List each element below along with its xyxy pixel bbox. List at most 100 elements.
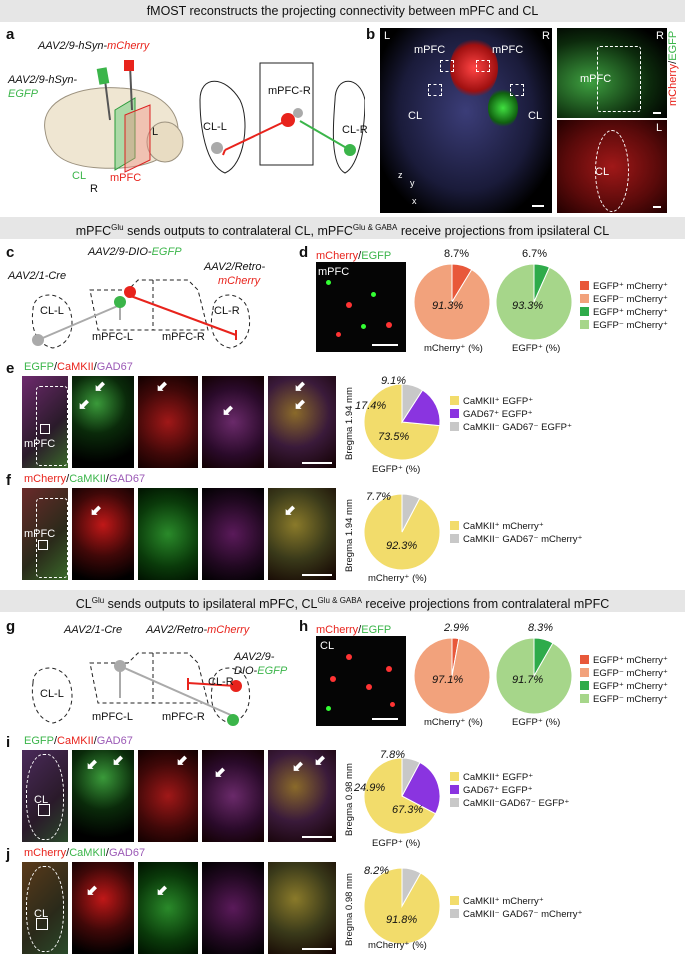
panel-letter-d: d [299,244,309,261]
panel-letter-c: c [6,244,15,261]
pie-slice-h1-1 [413,637,491,715]
i-bregma: Bregma 0.98 mm [344,763,355,836]
t3-part: receive projections from contralateral m… [361,597,610,612]
label-R: R [90,183,98,195]
f-pct-b: 92.3% [386,540,418,552]
pie-h1 [413,637,491,715]
neuron-green [344,144,356,156]
h1-label: mCherry⁺ (%) [424,717,483,728]
neuron-gray [293,108,303,118]
j-camkii-channel: ⬋ [138,862,198,954]
b-x: x [412,196,417,206]
pie-e [363,383,441,461]
j-region: CL [34,908,49,920]
d-title: mCherry/EGFP [316,250,392,262]
g-cl-r: CL-R [208,676,234,688]
b-R: R [542,30,550,42]
b-inset-cl: CL [595,166,610,178]
t3-part: CL [75,597,92,612]
panel-letter-e: e [6,360,15,377]
h-region: CL [320,640,335,652]
label-virus-red: AAV2/9-hSyn-mCherry [38,40,150,52]
b-z: z [398,170,403,180]
pie-slice-d2-1 [495,263,573,341]
d2-pct-big: 93.3% [512,300,544,312]
t3-sup: Glu [91,596,105,605]
e-region: mPFC [24,438,56,450]
d-region: mPFC [318,266,350,278]
e-title: EGFP/CaMKII/GAD67 [24,361,133,373]
c-cl-r: CL-R [214,305,240,317]
b-mpfc-right: mPFC [492,44,524,56]
pie-slice-e-2 [401,383,424,424]
panel-letter-a: a [6,26,15,43]
panel-b-inset-bottom [557,120,667,213]
g-dio-2: DIO-EGFP [234,665,288,677]
h1-pct-big: 97.1% [432,674,464,686]
i-pct-c: 67.3% [392,804,424,816]
panel-letter-j: j [6,846,11,863]
panel-d-micrograph [316,262,406,352]
pie-d1 [413,263,491,341]
j-pie-label: mCherry⁺ (%) [368,940,427,951]
b-inset-R: R [656,30,664,42]
f-bregma: Bregma 1.94 mm [344,499,355,572]
i-merge-channel: ⬋⬋ [268,750,336,842]
j-pct-a: 8.2% [364,865,390,877]
e-gad67-channel: ⬋ [202,376,264,468]
pie-slice-f-1 [401,493,421,533]
j-overview [22,862,68,954]
f-pie-label: mCherry⁺ (%) [368,573,427,584]
c-mpfc-l: mPFC-L [92,331,133,343]
pie-slice-d1-1 [413,263,491,341]
h-title: mCherry/EGFP [316,624,392,636]
pie-d2 [495,263,573,341]
g-dio-1: AAV2/9- [234,651,275,663]
f-region: mPFC [24,528,56,540]
label-virus-green-gene: EGFP [8,88,38,100]
d2-pct-small: 6.7% [522,248,548,260]
g-mpfc-l: mPFC-L [92,711,133,723]
d1-pct-big: 91.3% [432,300,464,312]
b-mpfc-left: mPFC [414,44,446,56]
t2-sup: Glu [111,223,124,232]
g-cl-l: CL-L [40,688,64,700]
panel-b-brain-image [380,28,552,213]
t3-sup: Glu & GABA [317,596,362,605]
d1-pct-small: 8.7% [444,248,470,260]
pie-slice-j-1 [401,867,422,908]
i-pie-label: EGFP⁺ (%) [372,838,421,849]
pie-slice-i-0 [363,757,437,835]
i-title: EGFP/CaMKII/GAD67 [24,735,133,747]
c-dio: AAV2/9-DIO-EGFP [88,246,182,258]
panel-letter-h: h [299,618,309,635]
h2-pct-small: 8.3% [528,622,554,634]
diag-mpfc-r: mPFC-R [268,85,311,97]
e-overview [22,376,68,468]
c-retro: AAV2/Retro- [204,261,266,273]
t2-part: mPFC [75,224,112,239]
e-camkii-channel: ⬋ [138,376,198,468]
t2-part: receive projections from ipsilateral CL [397,224,610,239]
h2-pct-big: 91.7% [512,674,544,686]
j-merge-channel [268,862,336,954]
neuron-red [281,113,295,127]
h1-pct-small: 2.9% [444,622,470,634]
label-mPFC: mPFC [110,172,142,184]
pie-slice-j-0 [363,867,441,945]
b-inset-L: L [656,122,663,134]
g-mpfc-r: mPFC-R [162,711,205,723]
e-egfp-channel: ⬋⬋ [72,376,134,468]
panel-a-circuit-diagram [199,62,365,174]
t2-sup: Glu & GABA [352,223,398,232]
b-cl-right: CL [528,110,543,122]
f-mcherry-channel: ⬋ [72,488,134,580]
pie-slice-h2-1 [495,637,573,715]
panel-g-circuit-diagram [31,652,251,726]
diag-cl-r: CL-R [342,124,368,136]
b-cl-left: CL [408,110,423,122]
panel-a-brain-schematic [44,60,184,173]
e-pct-c: 73.5% [378,431,410,443]
j-pct-b: 91.8% [386,914,418,926]
syringe-green [104,79,111,121]
